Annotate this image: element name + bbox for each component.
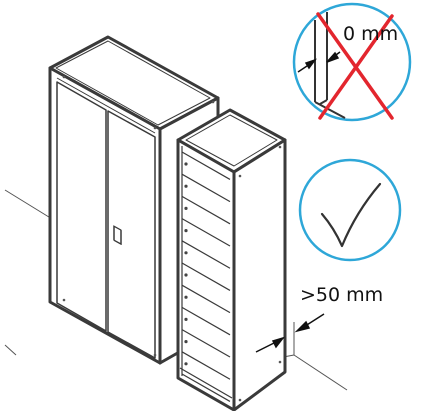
locker-door-knob (184, 317, 188, 321)
locker-cabinet (176, 108, 287, 412)
locker-door-divider (181, 262, 231, 291)
locker-door-divider (181, 218, 231, 247)
locker-door-knob (184, 162, 188, 166)
locker-door-divider (181, 195, 231, 225)
checkmark-icon (320, 182, 382, 248)
cross-icon (316, 12, 394, 120)
locker-door-divider (181, 151, 231, 180)
correct-clearance-icon (298, 158, 402, 262)
locker-door-divider (181, 329, 231, 358)
gap-dimension-arrows (255, 313, 325, 353)
locker-door-divider (181, 173, 231, 203)
locker-door-divider (181, 373, 231, 402)
locker-door-knob (184, 273, 188, 277)
zero-clearance-label: 0 mm (343, 23, 399, 45)
locker-door-divider (181, 351, 231, 380)
locker-door-knob (184, 229, 188, 233)
locker-doors (181, 146, 231, 402)
locker-door-knob (184, 206, 188, 210)
locker-door-knob (184, 251, 188, 255)
locker-door-divider (181, 284, 231, 314)
incorrect-clearance-icon (292, 2, 412, 122)
locker-door-knob (184, 340, 188, 344)
minimum-gap-label: >50 mm (300, 284, 384, 306)
locker-door-knob (184, 295, 188, 299)
locker-door-divider (181, 306, 231, 336)
locker-door-divider (181, 240, 231, 269)
locker-door-knob (184, 362, 188, 366)
locker-door-knob (184, 184, 188, 188)
